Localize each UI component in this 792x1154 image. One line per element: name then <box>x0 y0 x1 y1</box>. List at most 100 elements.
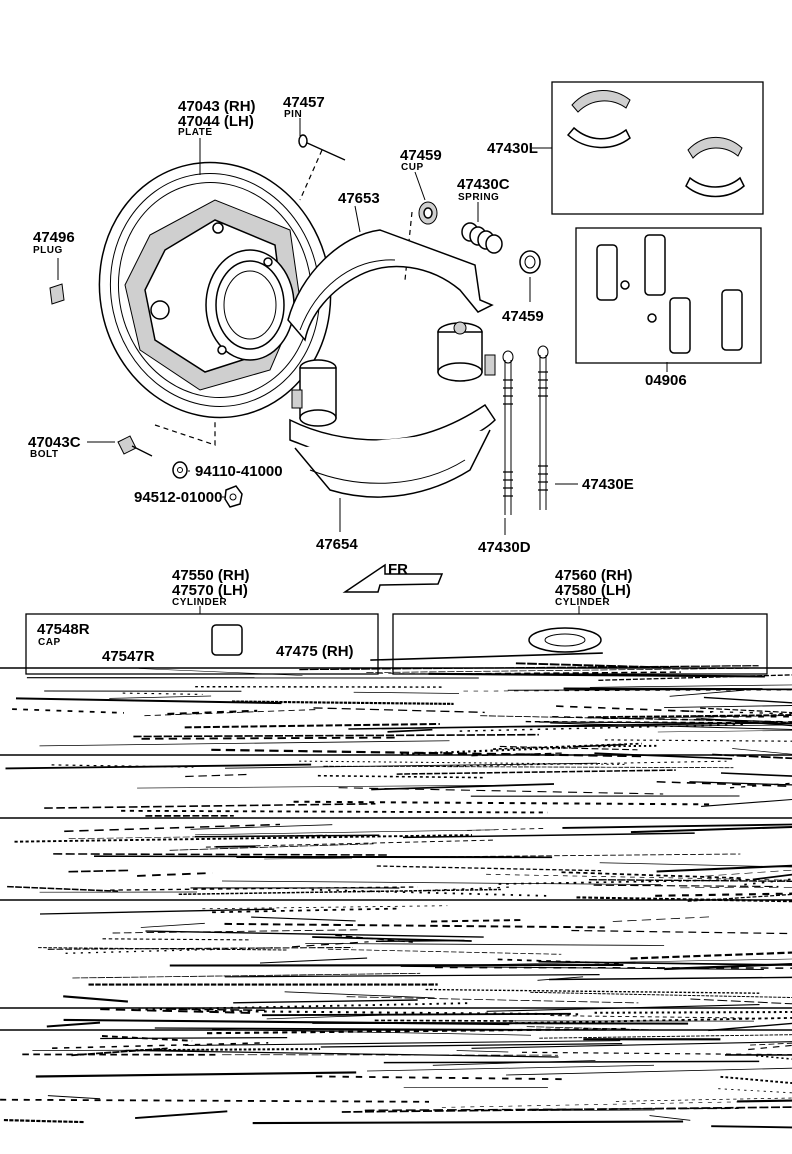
washer-part[interactable] <box>172 461 188 479</box>
noise-streak <box>486 873 792 881</box>
plug-part[interactable] <box>49 283 65 305</box>
label-plug-no: 47496 <box>33 229 75 246</box>
label-kit-04906: 04906 <box>645 372 687 389</box>
noise-streak <box>370 652 603 661</box>
noise-streak <box>3 1119 85 1124</box>
noise-streak <box>205 839 495 848</box>
noise-streak <box>615 1097 792 1102</box>
label-shoe-lower: 47654 <box>316 536 358 553</box>
noise-streak <box>178 888 501 896</box>
noise-streak <box>327 948 562 955</box>
noise-streak <box>471 1041 792 1049</box>
noise-streak <box>110 886 418 891</box>
noise-streak <box>474 958 792 966</box>
noise-streak <box>720 772 792 777</box>
label-nut-no: 94512-01000 <box>134 489 222 506</box>
backing-plate[interactable] <box>76 141 354 439</box>
label-pin-no: 47457 <box>283 94 325 111</box>
noise-streak <box>655 892 792 897</box>
cup-part-top[interactable] <box>404 201 438 281</box>
noise-streak <box>530 991 792 998</box>
noise-streak <box>51 764 194 768</box>
noise-streak <box>167 709 258 716</box>
noise-streak <box>571 929 792 935</box>
nut-part[interactable] <box>224 485 243 508</box>
noise-streak <box>507 688 792 691</box>
label-shoe-kit: 47430L <box>487 140 538 157</box>
noise-streak <box>467 827 544 831</box>
noise-streak <box>317 774 483 779</box>
pin-part[interactable] <box>298 134 346 201</box>
noise-streak <box>233 999 418 1004</box>
noise-streak <box>418 853 741 858</box>
noise-streak <box>456 671 681 675</box>
shoe-kit-box[interactable] <box>551 81 764 215</box>
noise-streak <box>703 696 792 704</box>
label-plate-lh: 47044 (LH) <box>178 113 254 130</box>
spring-47430c[interactable] <box>461 222 503 254</box>
noise-streak <box>338 787 664 795</box>
noise-streak <box>425 988 760 994</box>
repair-kit-box[interactable] <box>575 227 762 364</box>
label-bolt-no: 47043C <box>28 434 81 451</box>
noise-streak <box>221 880 662 885</box>
noise-streak <box>169 843 374 851</box>
label-spring-name: SPRING <box>458 192 499 203</box>
noise-streak <box>718 1088 792 1094</box>
noise-streak <box>112 929 362 934</box>
noise-streak <box>312 1021 689 1025</box>
noise-streak <box>594 752 733 760</box>
noise-streak <box>396 769 676 775</box>
noise-streak <box>100 1036 288 1040</box>
wheel-cylinder-left[interactable] <box>291 359 337 427</box>
front-direction-arrow: FR <box>342 561 444 593</box>
noise-streak <box>387 728 433 733</box>
noise-streak <box>64 823 281 833</box>
noise-streak <box>589 684 792 688</box>
noise-streak <box>364 1107 739 1111</box>
noise-streak <box>531 1109 655 1111</box>
noise-streak <box>224 973 600 978</box>
noise-streak <box>313 707 485 714</box>
label-part-47547r: 47547R <box>102 648 155 665</box>
noise-streak <box>561 871 744 880</box>
noise-streak <box>538 960 792 966</box>
noise-streak <box>261 1012 571 1017</box>
label-cyl-left-name: CYLINDER <box>172 597 227 608</box>
noise-streak <box>383 1060 760 1064</box>
leader-lines <box>57 118 668 614</box>
noise-streak <box>169 963 624 967</box>
noise-streak <box>657 730 792 733</box>
noise-streak <box>374 1019 516 1022</box>
noise-streak <box>109 695 212 699</box>
noise-streak <box>588 879 792 882</box>
noise-streak <box>194 834 380 838</box>
noise-streak <box>711 1125 792 1129</box>
noise-streak <box>669 689 745 697</box>
wheel-cylinder-right[interactable] <box>437 321 496 382</box>
noise-streak <box>562 823 792 829</box>
cup-part-right[interactable] <box>519 250 541 274</box>
label-spring-e: 47430E <box>582 476 634 493</box>
noise-streak <box>323 765 734 769</box>
noise-streak <box>430 919 524 923</box>
noise-streak <box>348 721 778 730</box>
noise-streak <box>612 916 712 922</box>
noise-streak <box>737 1099 792 1103</box>
noise-streak <box>224 922 605 929</box>
noise-streak <box>752 873 792 881</box>
brake-shoe-upper[interactable] <box>287 229 494 342</box>
noise-streak <box>135 1110 228 1120</box>
noise-streak <box>122 692 203 695</box>
noise-streak <box>748 1044 792 1051</box>
spring-47430e[interactable] <box>537 345 549 510</box>
noise-streak <box>720 1075 792 1085</box>
noise-streak <box>353 691 460 694</box>
fr-label: FR <box>388 561 408 578</box>
brake-shoe-lower[interactable] <box>289 403 496 498</box>
bolt-part[interactable] <box>117 420 216 457</box>
noise-streak <box>550 1015 753 1019</box>
spring-47430d[interactable] <box>502 350 514 515</box>
left-cylinder-panel[interactable] <box>25 613 379 675</box>
